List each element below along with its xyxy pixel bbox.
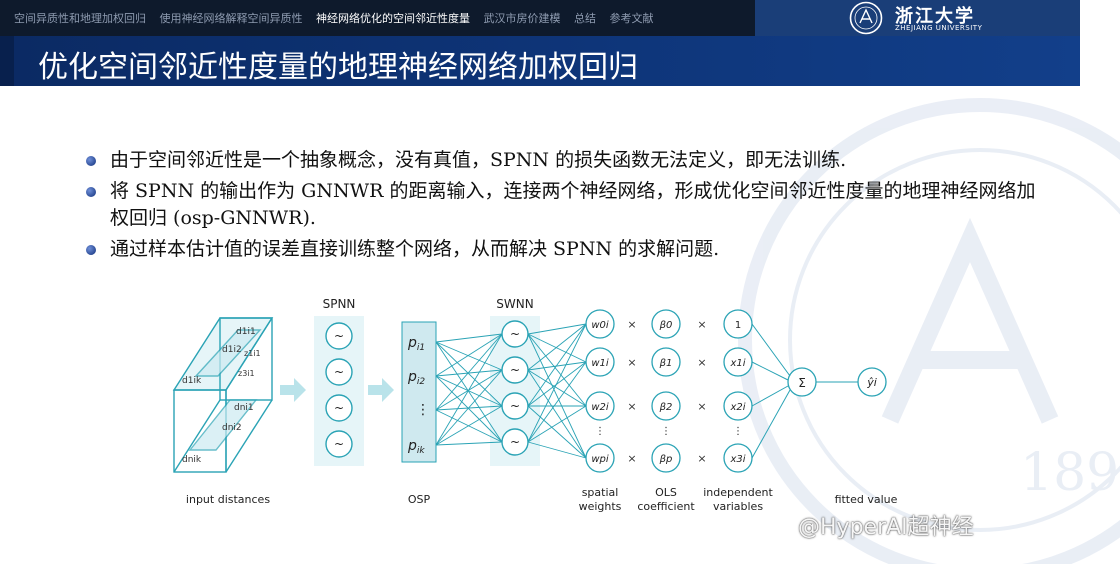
caption-ols: OLS	[655, 486, 677, 499]
node-symbol: ~	[334, 401, 344, 415]
cube-label: d1i1	[236, 327, 256, 337]
cube-label: dni2	[222, 423, 242, 433]
swnn-label: SWNN	[496, 297, 533, 311]
background-seal-year: 189	[1020, 443, 1119, 503]
caption-input: input distances	[186, 493, 270, 506]
bullet-text: 由于空间邻近性是一个抽象概念，没有真值，SPNN 的损失函数无法定义，即无法训练…	[110, 149, 847, 171]
osp-cell: pi1	[407, 335, 425, 353]
bullet-dot-icon	[86, 245, 96, 255]
node-symbol: ~	[334, 365, 344, 379]
background-seal-watermark-icon: 189	[738, 98, 1120, 564]
weight-label: w0i	[591, 320, 609, 331]
source-watermark: @HyperAI超神经	[798, 515, 974, 540]
caption-weights: weights	[579, 500, 622, 513]
nav-item-summary[interactable]: 总结	[574, 12, 596, 25]
nav-item-proximity[interactable]: 神经网络优化的空间邻近性度量	[316, 12, 470, 25]
times-symbol: ×	[697, 400, 706, 413]
weight-label: w2i	[591, 402, 609, 413]
coefficient-label: β2	[659, 402, 673, 413]
cube-label: z1i1	[244, 349, 261, 358]
output-label: ŷi	[866, 376, 877, 389]
title-bar: 优化空间邻近性度量的地理神经网络加权回归	[0, 36, 1080, 86]
bullet-item: 将 SPNN 的输出作为 GNNWR 的距离输入，连接两个神经网络，形成优化空间…	[84, 178, 1044, 232]
times-symbol: ×	[697, 356, 706, 369]
caption-indep: independent	[703, 486, 773, 499]
weight-label: wpi	[591, 454, 609, 465]
caption-fitted: fitted value	[835, 493, 898, 506]
times-symbol: ×	[697, 318, 706, 331]
osp-cell: pik	[407, 438, 425, 456]
times-symbol: ×	[627, 452, 636, 465]
bullet-dot-icon	[86, 187, 96, 197]
times-symbol: ×	[627, 400, 636, 413]
caption-weights: spatial	[582, 486, 619, 499]
bullet-dot-icon	[86, 156, 96, 166]
connection-lines	[435, 323, 587, 459]
slide-title: 优化空间邻近性度量的地理神经网络加权回归	[38, 50, 638, 85]
node-symbol: ~	[334, 437, 344, 451]
spnn-nodes	[325, 322, 353, 458]
sum-symbol: Σ	[798, 376, 806, 390]
node-symbol: ~	[510, 363, 520, 377]
osp-gnnwr-diagram: d1i1 d1i2 d1ik z1i1 z3i1 dni1 dni2 dnik …	[172, 297, 898, 513]
nav-item-heterogeneity[interactable]: 空间异质性和地理加权回归	[14, 12, 146, 25]
variable-label: ⋮	[733, 426, 743, 437]
cube-label: z3i1	[238, 369, 255, 378]
bullet-item: 通过样本估计值的误差直接训练整个网络，从而解决 SPNN 的求解问题.	[84, 236, 1044, 263]
section-nav: 空间异质性和地理加权回归 使用神经网络解释空间异质性 神经网络优化的空间邻近性度…	[14, 10, 664, 26]
weight-label: w1i	[591, 358, 609, 369]
variable-label: x3i	[729, 454, 745, 465]
times-symbol: ×	[627, 318, 636, 331]
logo-text-en: ZHEJIANG UNIVERSITY	[895, 24, 983, 32]
variable-label: x2i	[729, 402, 745, 413]
cube-label: d1i2	[222, 345, 242, 355]
bullet-item: 由于空间邻近性是一个抽象概念，没有真值，SPNN 的损失函数无法定义，即无法训练…	[84, 147, 1044, 174]
osp-vector	[401, 321, 437, 463]
variable-label: 1	[735, 320, 741, 331]
bullet-text: 将 SPNN 的输出作为 GNNWR 的距离输入，连接两个神经网络，形成优化空间…	[110, 180, 1036, 229]
coefficient-label: βp	[659, 454, 673, 465]
bullet-text: 通过样本估计值的误差直接训练整个网络，从而解决 SPNN 的求解问题.	[110, 238, 720, 260]
nav-item-references[interactable]: 参考文献	[609, 12, 654, 25]
university-logo: 浙江大学 ZHEJIANG UNIVERSITY	[755, 0, 1080, 36]
nav-item-wuhan[interactable]: 武汉市房价建模	[483, 12, 561, 25]
cube-label: d1ik	[182, 376, 202, 386]
title-accent	[0, 36, 14, 86]
coefficient-label: ⋮	[661, 426, 671, 437]
coefficient-label: β1	[659, 358, 673, 369]
input-distance-cube	[172, 317, 274, 473]
osp-cell: pi2	[407, 369, 425, 387]
weight-label: ⋮	[595, 426, 605, 437]
weight-nodes	[585, 309, 887, 473]
cube-label: dni1	[234, 403, 254, 413]
caption-osp: OSP	[408, 493, 431, 506]
node-symbol: ~	[334, 329, 344, 343]
node-symbol: ~	[510, 399, 520, 413]
top-nav: 空间异质性和地理加权回归 使用神经网络解释空间异质性 神经网络优化的空间邻近性度…	[0, 0, 1080, 36]
caption-ols: coefficient	[637, 500, 695, 513]
node-symbol: ~	[510, 327, 520, 341]
variable-label: x1i	[729, 358, 745, 369]
bullet-list: 由于空间邻近性是一个抽象概念，没有真值，SPNN 的损失函数无法定义，即无法训练…	[84, 147, 1044, 267]
node-symbol: ~	[510, 435, 520, 449]
university-seal-icon	[849, 1, 883, 35]
logo-text-cn: 浙江大学	[895, 6, 975, 27]
cube-label: dnik	[182, 455, 202, 465]
nav-item-neural-explain[interactable]: 使用神经网络解释空间异质性	[159, 12, 303, 25]
osp-cell: ⋮	[416, 402, 430, 418]
flow-arrow-icon	[280, 378, 306, 402]
swnn-nodes	[501, 320, 529, 456]
sum-connections	[751, 323, 858, 459]
caption-indep: variables	[713, 500, 763, 513]
times-symbol: ×	[627, 356, 636, 369]
times-symbol: ×	[697, 452, 706, 465]
spnn-label: SPNN	[323, 297, 356, 311]
coefficient-label: β0	[659, 320, 673, 331]
flow-arrow-icon	[368, 378, 394, 402]
